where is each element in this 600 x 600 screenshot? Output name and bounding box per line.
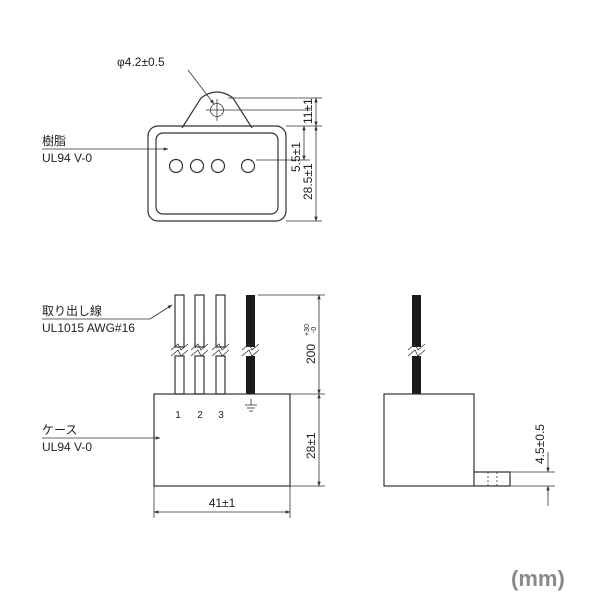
terminal-hole: [240, 158, 256, 174]
top-body-inner: [155, 132, 279, 215]
dim-tab-height-label: 4.5±0.5: [533, 424, 547, 464]
unit-label: (mm): [511, 566, 565, 591]
pin-label-1: 1: [175, 410, 181, 421]
ground-lead-lower: [246, 356, 255, 394]
side-lead-lower: [412, 356, 421, 394]
terminal-hole: [189, 158, 205, 174]
pin-label-3: 3: [218, 410, 224, 421]
top-body-outer: [147, 125, 287, 222]
resin-label: 樹脂: [42, 133, 66, 148]
lead-wire-label: 取り出し線: [42, 303, 102, 318]
dim-tab-label: 11±1: [301, 98, 315, 124]
terminal-hole: [210, 158, 226, 174]
pin-label-2: 2: [197, 410, 203, 421]
dim-pins-label: 5.5±1: [289, 142, 303, 172]
hole-diameter-label: φ4.2±0.5: [117, 55, 165, 69]
front-view: 1 2 3 取り出し線 UL1015 AWG#16 ケース UL94 V-0 2…: [42, 294, 325, 518]
top-view: φ4.2±0.5 樹脂 UL94 V-0 11±1 5.5±1 28.5±1: [42, 55, 322, 222]
dim-width-label: 41±1: [209, 496, 236, 510]
case-spec: UL94 V-0: [42, 440, 92, 454]
dim-lead-length-label: 200: [304, 344, 318, 364]
dim-depth-label: 28.5±1: [301, 163, 315, 200]
front-case-body: [153, 393, 291, 487]
dim-height-label: 28±1: [304, 432, 318, 459]
ground-lead-upper: [246, 295, 255, 347]
ground-symbol-icon: [245, 399, 257, 412]
terminal-hole: [168, 158, 184, 174]
hole-leader: [187, 69, 215, 105]
side-case-body: [383, 393, 475, 487]
dim-lead-tol-plus: +30: [304, 324, 311, 336]
dim-lead-tol-minus: -0: [311, 327, 318, 333]
side-view: 4.5±0.5: [383, 295, 555, 506]
side-mounting-tab: [474, 471, 511, 487]
lead-wire-spec: UL1015 AWG#16: [42, 321, 135, 335]
side-lead-upper: [412, 295, 421, 347]
case-label: ケース: [42, 423, 77, 437]
resin-spec: UL94 V-0: [42, 151, 92, 165]
